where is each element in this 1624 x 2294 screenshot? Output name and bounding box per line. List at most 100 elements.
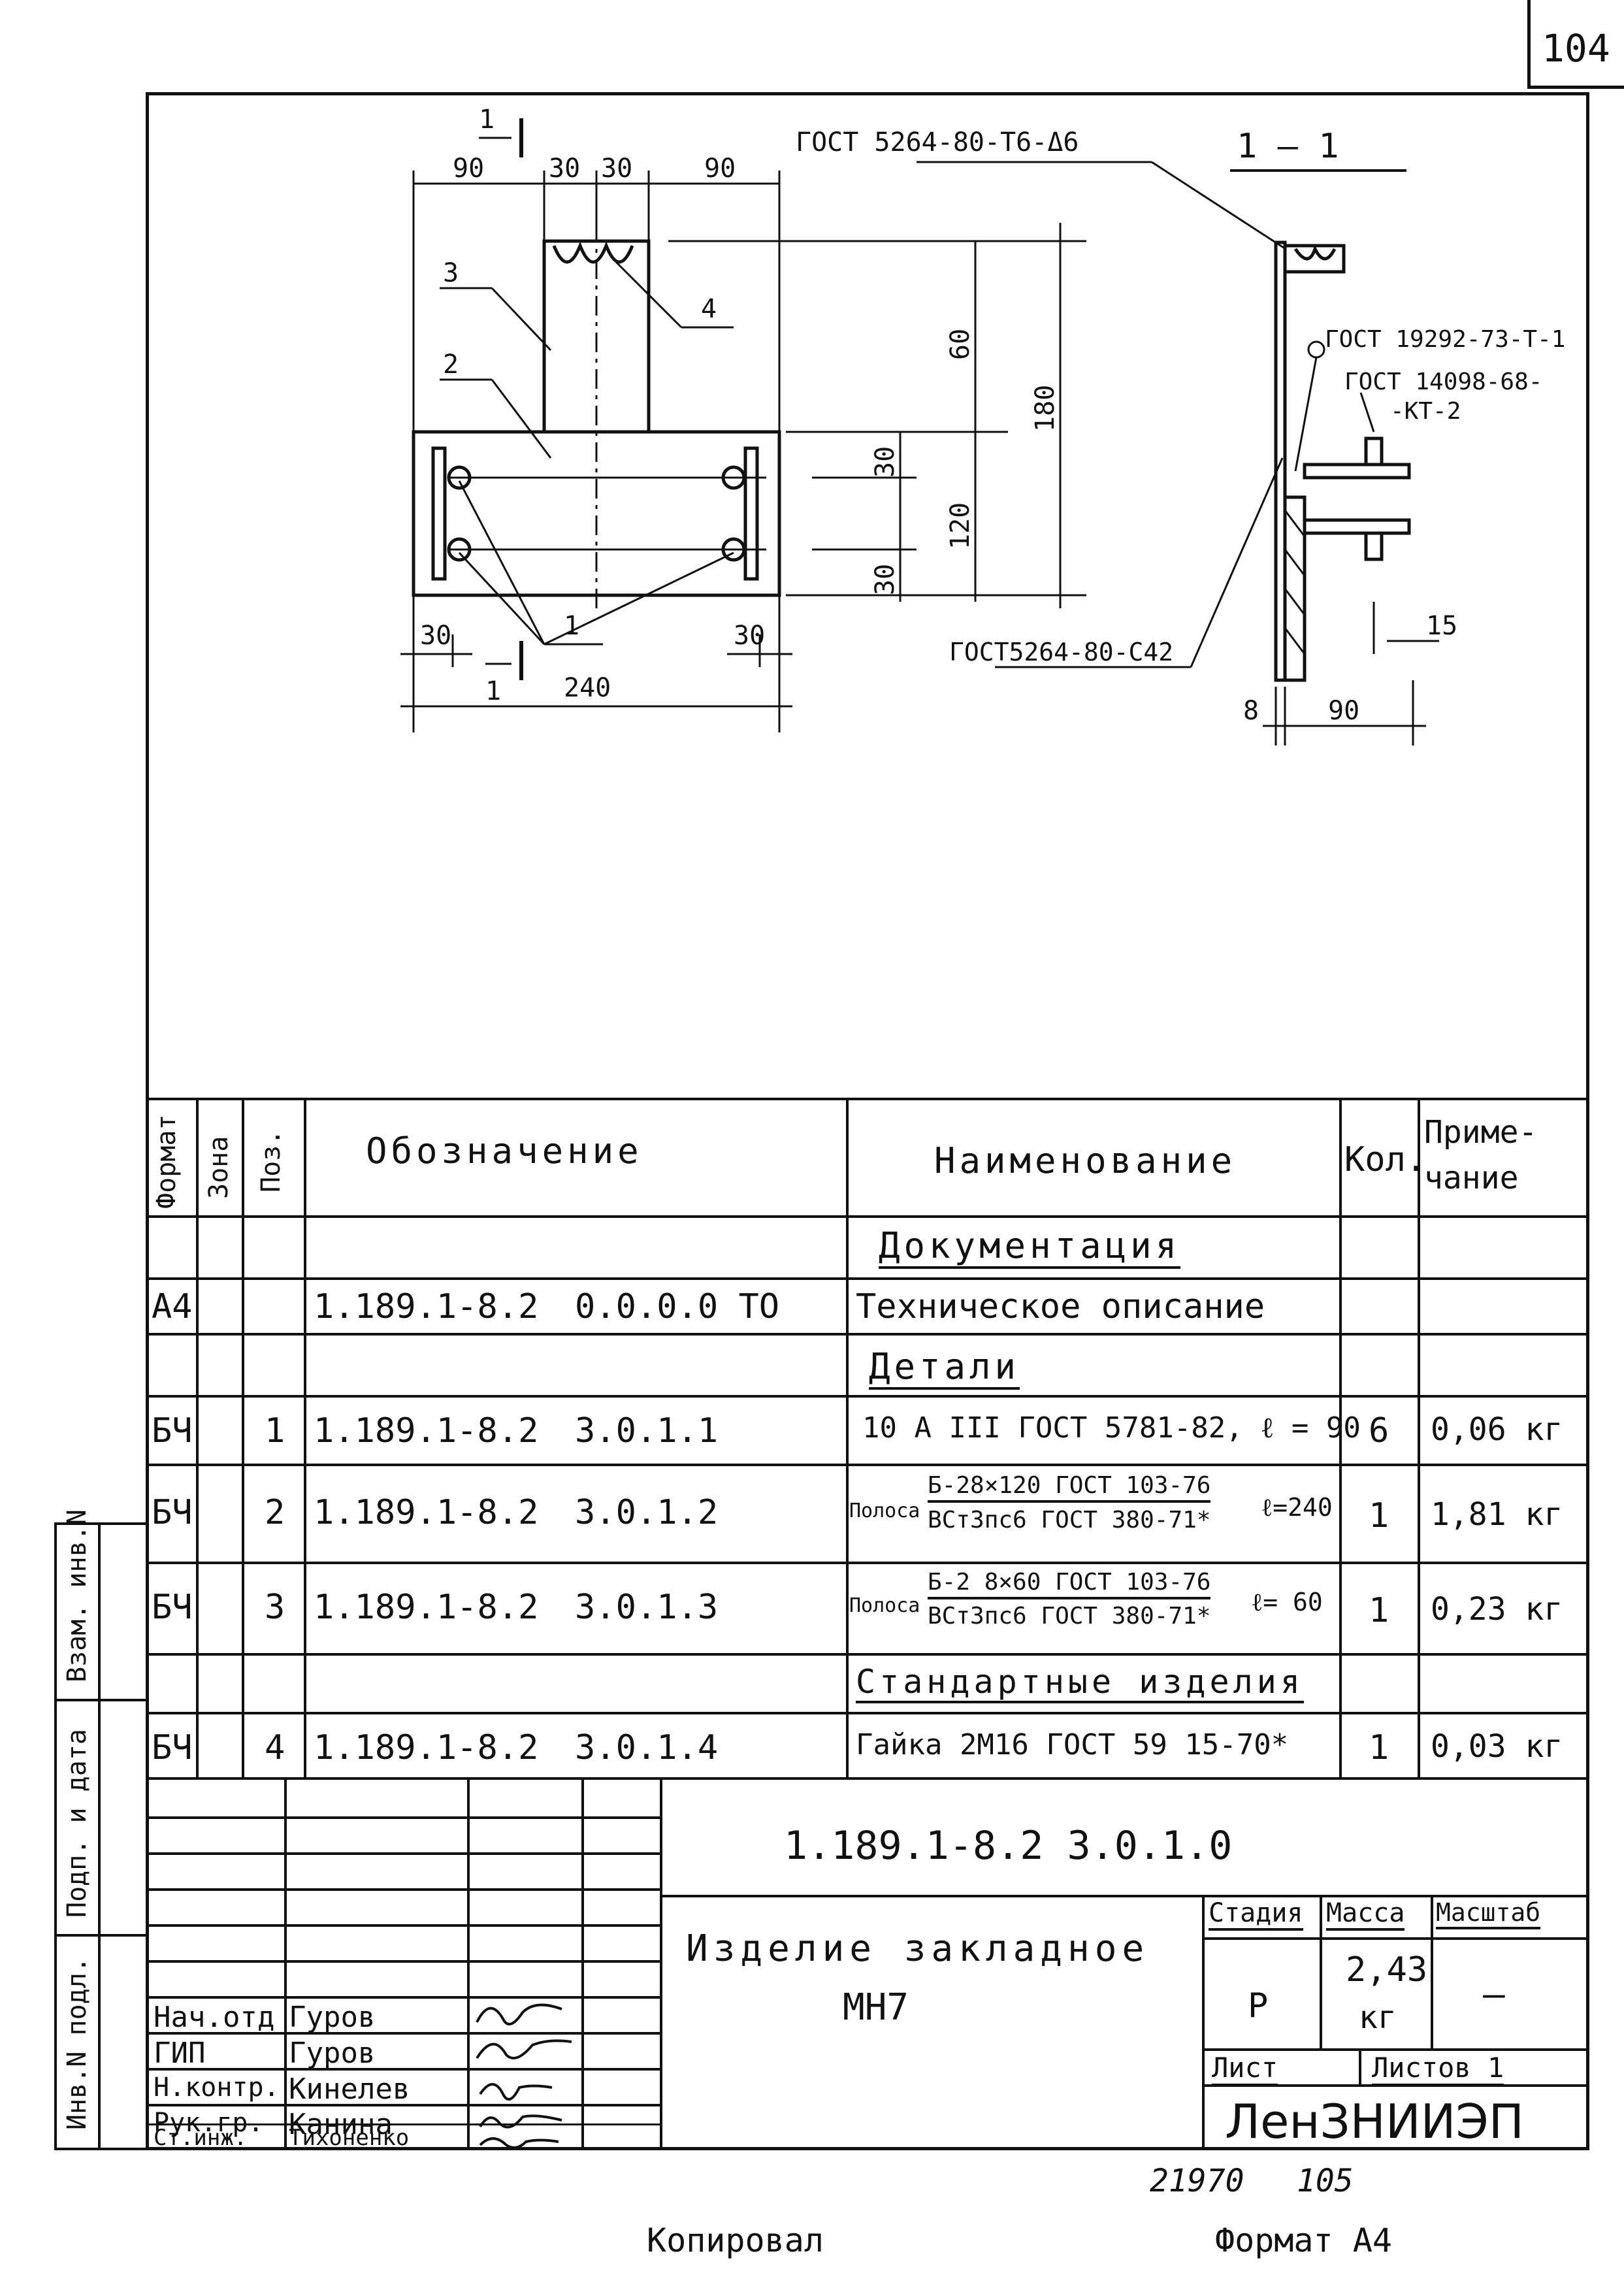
header-pos: Поз. [256, 1129, 286, 1192]
dim-30-f: 30 [734, 621, 765, 651]
nut-shape [552, 241, 634, 264]
name-norm: Кинелев [289, 2073, 410, 2106]
header-zone: Зона [204, 1136, 234, 1199]
header-designation: Обозначение [366, 1130, 643, 1172]
dim-30-e: 30 [420, 621, 451, 651]
row3-designation: 1.189.1-8.2 [314, 1588, 539, 1627]
weld-note-nut-1: ГОСТ 14098-68- [1344, 369, 1542, 395]
row3-note: 0,23 кг [1431, 1591, 1563, 1628]
row1-qty: 6 [1369, 1411, 1389, 1450]
signatures [476, 2003, 572, 2149]
role-norm: Н.контр. [154, 2073, 280, 2103]
row1-note: 0,06 кг [1431, 1411, 1563, 1448]
weld-note-top: ГОСТ 5264-80-Т6-Δ6 [796, 127, 1079, 157]
signature-3 [479, 2083, 553, 2101]
row3-name-top: Б-2 8×60 ГОСТ 103-76 [928, 1568, 1211, 1599]
signature-4 [479, 2114, 562, 2129]
sheet-number-box [1527, 0, 1624, 89]
weld-note-bottom: ГОСТ5264-80-С42 [949, 638, 1173, 666]
std-note: 0,03 кг [1431, 1728, 1563, 1765]
row1-pos: 1 [265, 1411, 285, 1450]
row2-name-prefix: Полоса [849, 1499, 920, 1522]
row2-format: БЧ [152, 1493, 193, 1532]
sheets-label: Листов 1 [1372, 2052, 1504, 2086]
stamp-sign-date: Подп. и дата [62, 1729, 92, 1918]
row3-qty: 1 [1369, 1591, 1389, 1630]
mass-unit: кг [1359, 1999, 1397, 2036]
dim-30-a: 30 [549, 154, 580, 184]
row3-name-prefix: Полоса [849, 1594, 920, 1617]
footer-copied: Копировал [647, 2221, 824, 2259]
std-name: Гайка 2М16 ГОСТ 59 15-70* [856, 1728, 1289, 1761]
role-eng: Ст.инж. [154, 2125, 248, 2151]
row2-name-bottom: ВСт3пс6 ГОСТ 380-71* [928, 1507, 1211, 1533]
footer-format: Формат А4 [1215, 2221, 1392, 2259]
footer-number-2: 105 [1297, 2163, 1354, 2199]
dim-60: 60 [945, 329, 975, 360]
stamp-replace-inv: Взам. инв.N [62, 1509, 92, 1682]
dim-180: 180 [1030, 385, 1060, 432]
row2-qty: 1 [1369, 1496, 1389, 1535]
section-title: 1 — 1 [1237, 127, 1339, 166]
row2-note: 1,81 кг [1431, 1496, 1563, 1533]
doc-code: 0.0.0.0 ТО [575, 1287, 780, 1326]
role-group: Рук.гр. [154, 2108, 264, 2138]
drawing-frame [146, 92, 1589, 2150]
row2-name-top: Б-28×120 ГОСТ 103-76 [928, 1471, 1211, 1503]
dim-30-d: 30 [870, 564, 900, 595]
footer-number-1: 21970 [1150, 2163, 1244, 2199]
organization: ЛенЗНИИЭП [1225, 2094, 1524, 2149]
row1-name: 10 А III ГОСТ 5781-82, ℓ = 90 [862, 1411, 1361, 1445]
row3-format: БЧ [152, 1588, 193, 1627]
row3-name-bottom: ВСт3пс6 ГОСТ 380-71* [928, 1603, 1211, 1630]
pos-label-3: 3 [443, 258, 459, 288]
signature-2 [476, 2039, 572, 2059]
dim-30-b: 30 [601, 154, 632, 184]
section-standard-items: Стандартные изделия [856, 1663, 1304, 1703]
section-mark-top: 1 [479, 105, 495, 135]
section-documentation: Документация [879, 1225, 1181, 1269]
col-stage: Стадия [1209, 1898, 1303, 1931]
doc-number: 1.189.1-8.2 3.0.1.0 [784, 1823, 1233, 1869]
row3-name-suffix: ℓ= 60 [1251, 1588, 1323, 1616]
sheet-label: Лист [1212, 2052, 1278, 2086]
stamp-inv-original: Инв.N подл. [62, 1957, 92, 2130]
signature-1 [476, 2003, 562, 2025]
std-format: БЧ [152, 1728, 193, 1767]
row2-pos: 2 [265, 1493, 285, 1532]
section-strip [1274, 240, 1287, 682]
section-details: Детали [869, 1346, 1020, 1390]
dim-90-section: 90 [1328, 696, 1359, 726]
header-qty: Кол. [1344, 1140, 1427, 1179]
technical-drawing: 1 1 1 — 1 ГОСТ 5264-80-Т6-Δ6 ГОСТ 19292-… [400, 105, 1565, 746]
row2-designation: 1.189.1-8.2 [314, 1493, 539, 1532]
col-mass: Масса [1326, 1898, 1405, 1931]
row2-name-suffix: ℓ=240 [1261, 1493, 1333, 1522]
row3-pos: 3 [265, 1588, 285, 1627]
weld-note-side: ГОСТ 19292-73-Т-1 [1325, 326, 1565, 353]
role-gip: ГИП [154, 2037, 206, 2070]
sheet-number: 104 [1542, 26, 1610, 71]
dim-120: 120 [945, 502, 975, 549]
mass-value: 2,43 [1346, 1950, 1428, 1990]
dim-240: 240 [564, 673, 611, 703]
product-name: Изделие закладное [686, 1927, 1150, 1970]
pos-label-4: 4 [701, 294, 717, 324]
dim-15: 15 [1426, 611, 1457, 641]
std-pos: 4 [265, 1728, 285, 1767]
doc-name: Техническое описание [856, 1287, 1265, 1326]
signature-5 [479, 2137, 559, 2149]
role-head: Нач.отд [154, 2001, 275, 2034]
pos-label-1: 1 [564, 611, 579, 641]
row1-code: 3.0.1.1 [575, 1411, 719, 1450]
dim-90-right: 90 [704, 154, 736, 184]
section-mark-bottom: 1 [485, 676, 501, 706]
header-note-2: чание [1424, 1160, 1519, 1196]
doc-format: А4 [152, 1287, 193, 1326]
pos-label-2: 2 [443, 350, 459, 380]
name-eng: Тихоненко [289, 2125, 410, 2151]
weld-note-nut-2: -КТ-2 [1390, 398, 1461, 425]
dim-8: 8 [1243, 696, 1259, 726]
name-gip: Гуров [289, 2037, 376, 2070]
col-scale: Масштаб [1436, 1898, 1541, 1929]
